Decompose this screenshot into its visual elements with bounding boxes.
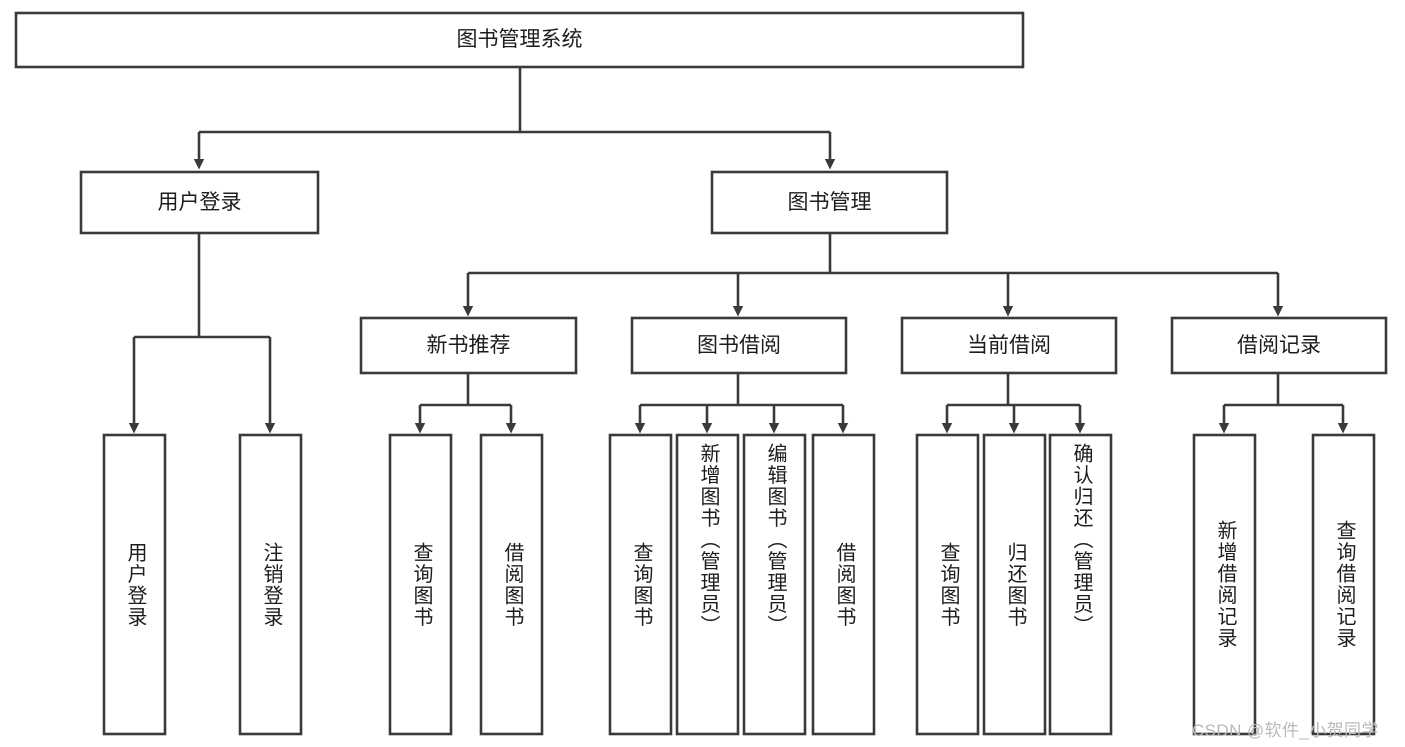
leaf-box-12[interactable]: [1311, 433, 1376, 736]
node-box-current-borrow[interactable]: [900, 316, 1118, 375]
leaf-box-11[interactable]: [1192, 433, 1257, 736]
leaf-box-2[interactable]: [388, 433, 453, 736]
leaf-box-10[interactable]: [1048, 433, 1113, 736]
node-box-book-borrow[interactable]: [630, 316, 848, 375]
node-box-borrow-record[interactable]: [1170, 316, 1388, 375]
csdn-watermark: CSDN @软件_小贺同学: [1192, 721, 1379, 740]
leaf-box-8[interactable]: [915, 433, 980, 736]
node-box-root[interactable]: [14, 11, 1025, 69]
node-box-book-management[interactable]: [710, 170, 949, 235]
leaf-box-5[interactable]: [675, 433, 740, 736]
leaf-box-3[interactable]: [479, 433, 544, 736]
leaf-box-4[interactable]: [608, 433, 673, 736]
leaf-box-1[interactable]: [238, 433, 303, 736]
leaf-box-6[interactable]: [742, 433, 807, 736]
leaf-box-7[interactable]: [811, 433, 876, 736]
leaf-box-9[interactable]: [982, 433, 1047, 736]
node-box-user-login[interactable]: [79, 170, 320, 235]
leaf-box-0[interactable]: [102, 433, 167, 736]
node-box-new-book-recommend[interactable]: [359, 316, 578, 375]
